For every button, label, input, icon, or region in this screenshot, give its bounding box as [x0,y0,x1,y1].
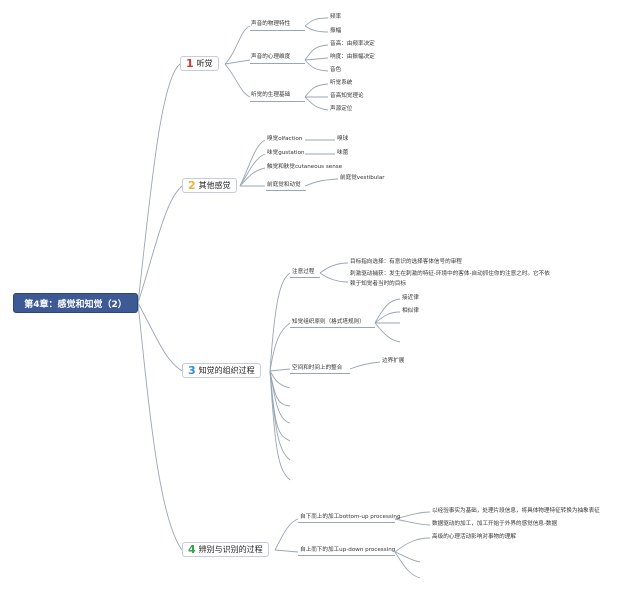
topic-label: 其他感觉 [198,181,231,190]
subtopic-spatial-temporal-integration[interactable]: 空间和时间上的整合 [292,365,343,371]
leaf-timbre[interactable]: 音色 [330,67,342,73]
subtopic-cutaneous-sense[interactable]: 触觉和肤觉cutaneous sense [267,164,343,170]
root-label: 第4章：感觉和知觉（2） [24,299,127,310]
topic-label: 知觉的组织过程 [198,366,255,375]
leaf-auditory-system[interactable]: 听觉系统 [330,80,353,86]
topic-label: 听觉 [196,59,213,68]
leaf-similarity[interactable]: 相似律 [402,308,419,314]
subtopic-olfaction[interactable]: 嗅觉olfaction [267,136,303,142]
root-node[interactable]: 第4章：感觉和知觉（2） [13,293,138,313]
leaf-vestibular[interactable]: 前庭觉vestibular [340,175,385,181]
topic-recognition[interactable]: 4 辨别与识别的过程 [182,542,269,557]
topic-other-senses[interactable]: 2 其他感觉 [182,178,237,193]
topic-number: 4 [188,543,196,556]
topic-hearing[interactable]: 1 听觉 [180,56,219,71]
leaf-frequency[interactable]: 频率 [330,14,342,20]
leaf-boundary-extension[interactable]: 边界扩展 [382,358,405,364]
leaf-stimulus-driven-capture-cont[interactable]: 赖于知觉者当时的目标 [350,281,406,287]
leaf-sound-localization[interactable]: 声源定位 [330,106,353,112]
topic-number: 1 [186,57,194,70]
leaf-amplitude[interactable]: 振幅 [330,28,342,34]
subtopic-gustation[interactable]: 味觉gustation [267,150,305,156]
leaf-taste-buds[interactable]: 味蕾 [337,150,349,156]
leaf-pitch[interactable]: 音高：由频率决定 [330,41,375,47]
leaf-bottom-up-desc1[interactable]: 以经验事实为基础，处理片段信息，将具体物理特征转换为抽象表征 [432,508,600,514]
subtopic-physiological-basis[interactable]: 听觉的生理基础 [251,92,291,98]
subtopic-top-down[interactable]: 自上而下的加工up-down processing [300,547,396,553]
leaf-bottom-up-desc2[interactable]: 数据驱动的加工，加工开始于外界的感觉信息-数据 [432,521,558,527]
topic-label: 辨别与识别的过程 [198,545,263,554]
leaf-pitch-theory[interactable]: 音高知觉理论 [330,93,364,99]
topic-number: 2 [188,179,196,192]
leaf-olfactory-bulb[interactable]: 嗅球 [337,136,349,142]
leaf-stimulus-driven-capture[interactable]: 刺激驱动捕获：发生在刺激的特征-环境中的客体-自动抓住你的注意之时。它不依 [350,271,550,277]
leaf-top-down-desc[interactable]: 高级的心理活动影响对事物的理解 [432,534,516,540]
subtopic-vestibular-kinesthetic[interactable]: 前庭觉和动觉 [267,182,301,188]
subtopic-physical-properties[interactable]: 声音的物理特性 [251,21,291,27]
subtopic-psychological-dimensions[interactable]: 声音的心理维度 [251,54,291,60]
subtopic-bottom-up[interactable]: 自下而上的加工bottom-up processing [300,514,401,520]
leaf-loudness[interactable]: 响度：由振幅决定 [330,54,375,60]
leaf-goal-directed-selection[interactable]: 目标指向选择：有意识的选择客体信号的审程 [350,259,462,265]
subtopic-attention-process[interactable]: 注意过程 [292,269,315,275]
leaf-proximity[interactable]: 接近律 [402,295,419,301]
topic-perceptual-organization[interactable]: 3 知觉的组织过程 [182,363,261,378]
topic-number: 3 [188,364,196,377]
subtopic-gestalt-principles[interactable]: 知觉组织原则（格式塔规则） [292,319,365,325]
